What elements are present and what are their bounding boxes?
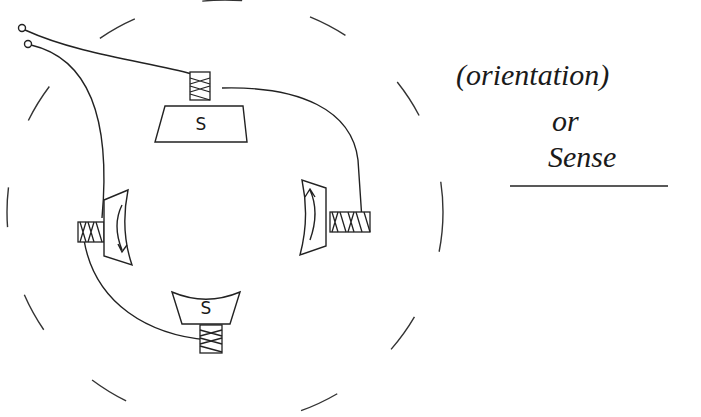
terminal	[19, 25, 26, 32]
wire	[84, 240, 208, 340]
note-text: or	[552, 104, 579, 137]
flux-arrow	[117, 205, 127, 252]
coil	[78, 222, 104, 242]
flux-arrow	[305, 189, 315, 240]
coil-hatch	[80, 222, 102, 242]
coil	[330, 212, 370, 232]
pole-letter: S	[201, 300, 212, 317]
note-text: Sense	[548, 140, 616, 173]
note-text: (orientation)	[456, 58, 609, 91]
pole-letter: S	[196, 116, 207, 133]
field-coils	[78, 72, 370, 353]
pole-shape	[172, 292, 240, 324]
underline	[510, 185, 668, 187]
wires	[19, 25, 363, 341]
pole-shoe	[300, 180, 326, 255]
terminal	[25, 41, 32, 48]
coil-hatch	[332, 212, 370, 232]
frame-circle	[7, 0, 443, 417]
pole-shoe	[104, 190, 132, 265]
pole-shape	[155, 106, 247, 142]
wire	[31, 45, 104, 218]
pole-piece: S	[172, 292, 240, 324]
coil	[190, 72, 210, 100]
coil	[200, 325, 222, 353]
side-poles	[104, 180, 326, 265]
coil-hatch	[190, 78, 210, 100]
pole-piece: S	[155, 106, 247, 142]
coil-hatch	[200, 330, 222, 352]
